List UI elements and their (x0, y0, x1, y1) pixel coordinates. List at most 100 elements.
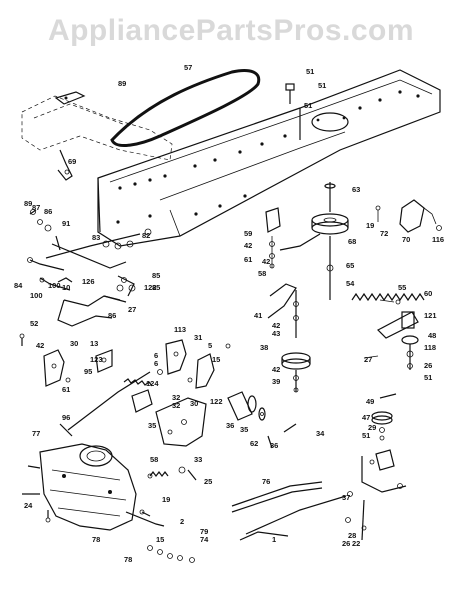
callout-15: 15 (212, 355, 220, 364)
callout-62: 62 (250, 439, 258, 448)
callout-13: 13 (90, 339, 98, 348)
callout-121: 121 (424, 311, 437, 320)
callout-32: 32 (172, 393, 180, 402)
callout-116: 116 (432, 235, 444, 244)
callout-76: 76 (262, 477, 270, 486)
spring-55 (351, 292, 425, 302)
callout-27: 27 (364, 355, 372, 364)
bracket-113 (157, 339, 231, 389)
callout-69: 69 (68, 157, 76, 166)
callout-37: 37 (342, 493, 350, 502)
callout-59: 59 (244, 229, 252, 238)
callout-19: 19 (162, 495, 170, 504)
callout-42: 42 (272, 321, 280, 330)
callout-124: 124 (146, 379, 159, 388)
callout-36: 36 (226, 421, 234, 430)
spring-25 (147, 466, 197, 481)
callout-32: 32 (172, 401, 180, 410)
callout-95: 95 (84, 367, 92, 376)
rod-96 (59, 423, 73, 437)
bracket-36-35 (369, 449, 395, 471)
callout-52: 52 (30, 319, 38, 328)
callout-72: 72 (380, 229, 388, 238)
callout-35: 35 (148, 421, 156, 430)
callout-26: 26 (342, 539, 350, 548)
callout-74: 74 (200, 535, 209, 544)
bracket-30 (43, 349, 71, 387)
hood-outline (21, 95, 173, 161)
callout-86: 86 (108, 311, 116, 320)
callout-122: 122 (144, 283, 157, 292)
callout-29: 29 (368, 423, 376, 432)
callout-58: 58 (258, 269, 266, 278)
callout-123: 123 (90, 355, 103, 364)
callout-22: 22 (352, 539, 360, 548)
drive-belt-57 (110, 69, 261, 147)
callout-28: 28 (348, 531, 356, 540)
callout-58: 58 (150, 455, 158, 464)
callout-68: 68 (348, 237, 356, 246)
callout-42: 42 (244, 241, 252, 250)
callout-51: 51 (362, 431, 370, 440)
callout-78: 78 (124, 555, 132, 564)
bracket-89 (54, 91, 86, 105)
callout-6: 6 (154, 359, 158, 368)
main-frame (97, 69, 441, 247)
callout-78: 78 (92, 535, 100, 544)
callout-77: 77 (32, 429, 40, 438)
bracket-61 (155, 397, 207, 447)
callout-27: 27 (128, 305, 136, 314)
callout-30: 30 (190, 399, 198, 408)
pulley-63 (311, 182, 349, 300)
callout-34: 34 (316, 429, 325, 438)
transaxle-1 (22, 443, 165, 531)
bolt-62 (19, 333, 25, 346)
callout-35: 35 (240, 425, 248, 434)
watermark: AppliancePartsPros.com (47, 14, 415, 47)
callout-26: 26 (424, 361, 432, 370)
callout-10: 10 (62, 283, 70, 292)
drag-link-28 (231, 481, 353, 541)
callout-2: 2 (180, 517, 184, 526)
callout-47: 47 (362, 413, 370, 422)
callout-122: 122 (210, 397, 223, 406)
callout-24: 24 (24, 501, 33, 510)
callout-89: 89 (118, 79, 126, 88)
callout-84: 84 (14, 281, 23, 290)
bracket-13 (95, 349, 113, 373)
callout-48: 48 (428, 331, 436, 340)
callout-42: 42 (36, 341, 44, 350)
shift-linkage (27, 209, 152, 327)
callout-51: 51 (318, 81, 326, 90)
callout-51: 51 (304, 101, 312, 110)
callout-5: 5 (208, 341, 212, 350)
callout-70: 70 (402, 235, 410, 244)
callout-100: 100 (30, 291, 43, 300)
callout-57: 57 (184, 63, 192, 72)
callout-113: 113 (174, 325, 186, 334)
callout-54: 54 (346, 279, 355, 288)
callout-36: 36 (270, 441, 278, 450)
callout-51: 51 (424, 373, 432, 382)
bracket-122 (131, 389, 153, 413)
rod-68 (279, 233, 321, 251)
callout-41: 41 (254, 311, 262, 320)
callout-33: 33 (194, 455, 202, 464)
bracket-70 (375, 199, 442, 233)
shaft-34 (267, 423, 297, 449)
rod-95 (67, 371, 153, 431)
callout-49: 49 (366, 397, 374, 406)
callout-91: 91 (62, 219, 70, 228)
callout-51: 51 (306, 67, 314, 76)
callout-43: 43 (272, 329, 280, 338)
pulley-38 (281, 290, 311, 393)
callout-55: 55 (398, 283, 406, 292)
axle-hardware (139, 509, 195, 563)
idler-bracket-48 (363, 299, 419, 370)
callout-39: 39 (272, 377, 280, 386)
callout-25: 25 (204, 477, 212, 486)
callout-6: 6 (154, 351, 158, 360)
